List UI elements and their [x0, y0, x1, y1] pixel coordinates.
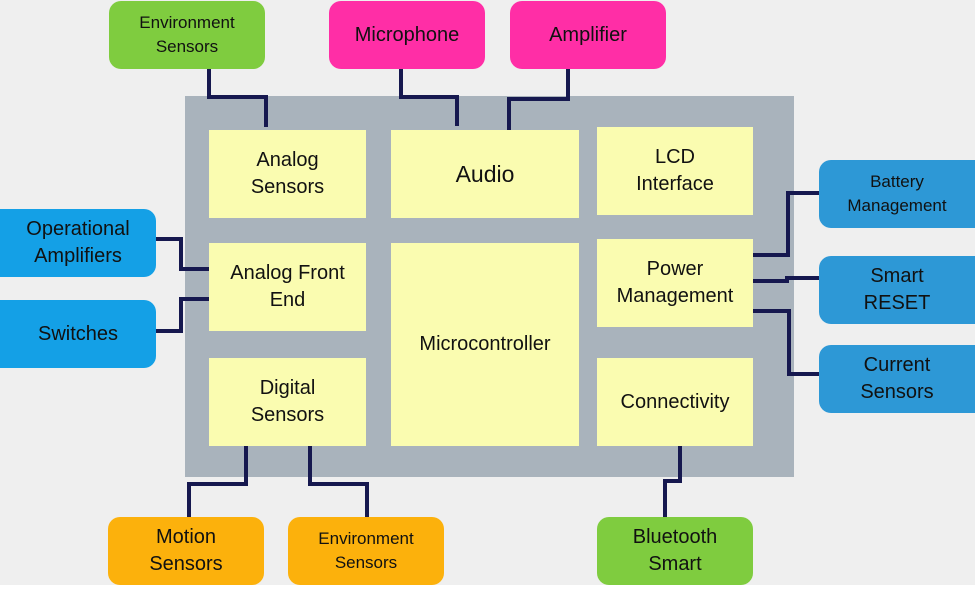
peripheral-environment-sensors-top: Environment Sensors — [109, 1, 265, 69]
peripheral-bluetooth-smart: Bluetooth Smart — [597, 517, 753, 585]
peripheral-current-sensors: Current Sensors — [819, 345, 975, 413]
peripheral-environment-sensors-bottom: Environment Sensors — [288, 517, 444, 585]
block-lcd-interface: LCD Interface — [597, 127, 753, 215]
block-audio: Audio — [391, 130, 579, 218]
bottom-margin — [0, 585, 975, 592]
block-digital-sensors: Digital Sensors — [209, 358, 366, 446]
peripheral-microphone: Microphone — [329, 1, 485, 69]
peripheral-motion-sensors: Motion Sensors — [108, 517, 264, 585]
peripheral-operational-amplifiers: Operational Amplifiers — [0, 209, 156, 277]
peripheral-switches: Switches — [0, 300, 156, 368]
peripheral-smart-reset: Smart RESET — [819, 256, 975, 324]
peripheral-battery-management: Battery Management — [819, 160, 975, 228]
block-microcontroller: Microcontroller — [391, 243, 579, 446]
block-power-management: Power Management — [597, 239, 753, 327]
block-analog-front-end: Analog Front End — [209, 243, 366, 331]
block-analog-sensors: Analog Sensors — [209, 130, 366, 218]
block-connectivity: Connectivity — [597, 358, 753, 446]
peripheral-amplifier: Amplifier — [510, 1, 666, 69]
